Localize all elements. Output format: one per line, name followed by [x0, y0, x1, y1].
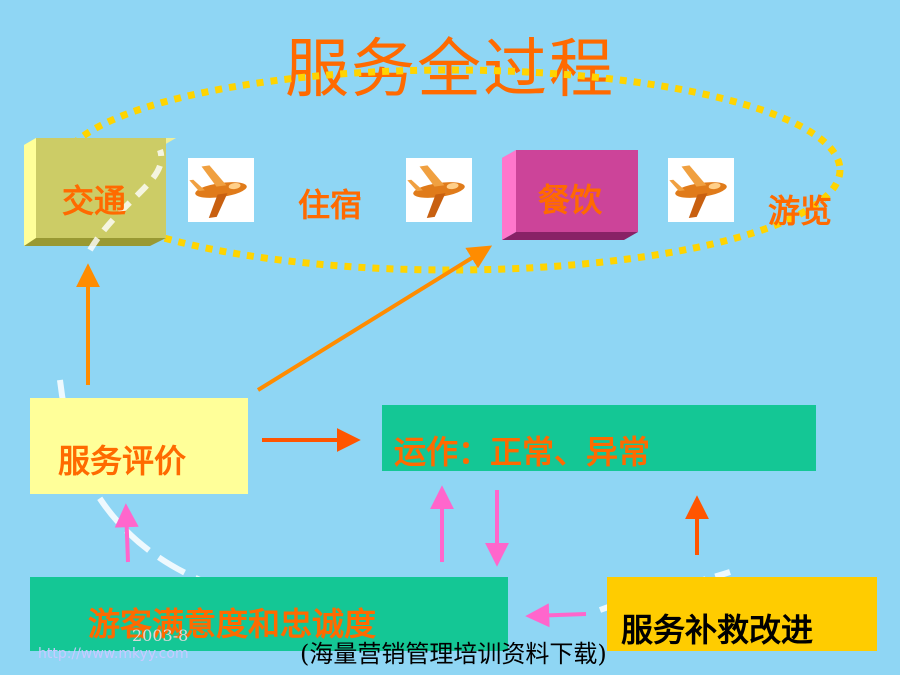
page-title: 服务全过程 — [285, 33, 615, 107]
operation-label: 运作：正常、异常 — [394, 433, 651, 471]
stage-lodging-label: 住宿 — [298, 186, 363, 224]
arrow-recovery-to-satisfaction — [525, 603, 587, 628]
stage-dining-label: 餐饮 — [538, 181, 603, 219]
process-cycle-ellipse — [56, 66, 844, 274]
stage-sightseeing-label: 游览 — [768, 192, 833, 230]
footer-url: http://www.mkyy.com — [38, 646, 189, 662]
recovery-label: 服务补救改进 — [621, 611, 814, 649]
plane-icon — [188, 158, 254, 222]
plane-icon — [406, 158, 472, 222]
arrow-evaluation-to-dining — [256, 245, 493, 392]
stage-transport-label: 交通 — [62, 182, 127, 220]
evaluation-label: 服务评价 — [58, 442, 187, 480]
footer-source: (海量营销管理培训资料下载) — [300, 640, 607, 668]
satisfaction-label: 游客满意度和忠诚度 — [88, 605, 377, 643]
operation-box: 运作：正常、异常 — [382, 405, 816, 471]
evaluation-box: 服务评价 — [30, 398, 248, 494]
dining-box-shape — [502, 150, 638, 240]
decorative-swoosh — [87, 149, 165, 252]
recovery-box: 服务补救改进 — [607, 577, 877, 651]
arrow-satisfaction-to-evaluation — [114, 503, 139, 563]
satisfaction-box: 游客满意度和忠诚度 — [30, 577, 508, 651]
footer-date: 2003-8 — [132, 626, 189, 645]
plane-icon — [668, 158, 734, 222]
